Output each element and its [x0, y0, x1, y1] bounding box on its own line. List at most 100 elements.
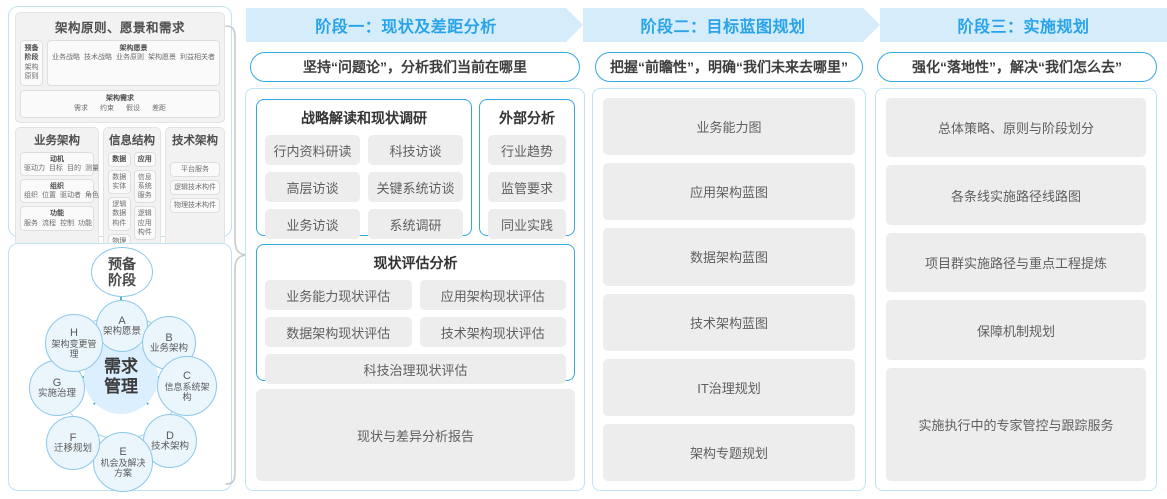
- item: 功能: [78, 219, 92, 227]
- node-line-1: 预备: [108, 255, 136, 272]
- node-line-1: 需求: [104, 356, 138, 376]
- chip-application-architecture-blueprint[interactable]: 应用架构蓝图: [603, 163, 855, 221]
- chip-peer-practice[interactable]: 同业实践: [488, 209, 566, 239]
- adm-node-e-opportunities-solutions[interactable]: E 机会及解决方案: [93, 432, 153, 492]
- chip-application-architecture-assessment[interactable]: 应用架构现状评估: [419, 280, 566, 310]
- node-key: E: [119, 445, 127, 458]
- chip-row: 监管要求: [488, 172, 566, 202]
- tile-title: 预备阶段: [24, 45, 39, 62]
- node-label: 信息系统架构: [164, 382, 210, 403]
- phase-1-header: 阶段一：现状及差距分析: [246, 8, 583, 42]
- chip-it-governance-plan[interactable]: IT治理规划: [603, 358, 855, 416]
- tile-items: 需求约束假设差距: [23, 104, 217, 114]
- chip-technology-interview[interactable]: 科技访谈: [368, 135, 463, 165]
- tile-title: 架构需求: [106, 94, 134, 102]
- adm-node-h-architecture-change-management[interactable]: H 架构变更管理: [45, 314, 103, 372]
- chip-row: 高层访谈 关键系统访谈: [265, 172, 463, 202]
- architecture-vision-tile: 架构愿景 业务战略技术战略业务原则架构愿景利益相关者: [47, 40, 220, 86]
- node-label: 架构愿景: [102, 325, 141, 337]
- chip-key-system-interview[interactable]: 关键系统访谈: [368, 172, 463, 202]
- chip-row: 同业实践: [488, 209, 566, 239]
- item: 目标: [49, 165, 63, 173]
- phase-3-body: 总体策略、原则与阶段划分 各条线实施路径线路图 项目群实施路径与重点工程提炼 保…: [875, 88, 1157, 491]
- phase-3-header: 阶段三：实施规划: [880, 8, 1167, 42]
- chip-business-interview[interactable]: 业务访谈: [265, 209, 360, 239]
- chip-technology-governance-assessment[interactable]: 科技治理现状评估: [265, 354, 566, 384]
- phase-3-deliverable-list: 总体策略、原则与阶段划分 各条线实施路径线路图 项目群实施路径与重点工程提炼 保…: [886, 98, 1146, 481]
- chip-industry-trend[interactable]: 行业趋势: [488, 135, 566, 165]
- card-title: 战略解读和现状调研: [301, 110, 427, 126]
- platform-service-tile: 平台服务: [170, 162, 220, 178]
- item: 目的: [67, 165, 81, 173]
- logical-application-component-tile: 逻辑应用构件: [133, 206, 156, 240]
- node-key: G: [52, 376, 62, 389]
- chip-row: 业务能力现状评估 应用架构现状评估: [265, 280, 566, 310]
- chip-architecture-topic-plan[interactable]: 架构专题规划: [603, 423, 855, 482]
- group-title: 技术架构: [172, 135, 218, 148]
- item: 需求: [74, 104, 88, 112]
- adm-node-preparation[interactable]: 预备 阶段: [91, 247, 153, 297]
- chip-row: 数据架构现状评估 技术架构现状评估: [265, 317, 566, 347]
- item: 流程: [42, 219, 56, 227]
- chip-assurance-mechanism-plan[interactable]: 保障机制规划: [886, 300, 1146, 360]
- node-label: 迁移规划: [53, 442, 92, 454]
- chip-program-implementation-path[interactable]: 项目群实施路径与重点工程提炼: [886, 232, 1146, 293]
- item: 约束: [100, 104, 114, 112]
- node-label: 业务架构: [149, 342, 188, 354]
- node-key: F: [69, 431, 77, 444]
- adm-node-f-migration-planning[interactable]: F 迁移规划: [46, 416, 100, 470]
- group-title: 信息结构: [109, 135, 155, 148]
- chip-internal-document-study[interactable]: 行内资料研读: [265, 135, 360, 165]
- node-label: 实施治理: [37, 387, 76, 399]
- chip-overall-strategy-principles-phasing[interactable]: 总体策略、原则与阶段划分: [886, 98, 1146, 158]
- phase-subheader-text: 把握“前瞻性”，明确“我们未来去哪里”: [610, 59, 848, 75]
- togaf-reference-panel: 架构原则、愿景和需求 预备阶段 架构原则 架构愿景 业务战略技术战略业务原则架构…: [8, 6, 232, 334]
- phase-3-subheader: 强化“落地性”，解决“我们怎么去”: [877, 52, 1157, 82]
- chip-business-capability-map[interactable]: 业务能力图: [603, 98, 855, 156]
- chip-expert-control-tracking-service[interactable]: 实施执行中的专家管控与跟踪服务: [886, 367, 1146, 481]
- tile-items: 服务流程控制功能: [22, 219, 92, 228]
- card-title: 现状评估分析: [373, 255, 458, 271]
- physical-technology-component-tile: 物理技术构件: [170, 198, 220, 214]
- chip-data-architecture-blueprint[interactable]: 数据架构蓝图: [603, 228, 855, 286]
- tile-items: 驱动力目标目的测量: [22, 164, 99, 173]
- adm-node-d-technology-architecture[interactable]: D 技术架构: [143, 414, 197, 468]
- data-entity-tile: 数据实体: [108, 170, 131, 195]
- chip-data-architecture-assessment[interactable]: 数据架构现状评估: [265, 317, 412, 347]
- chip-technology-architecture-blueprint[interactable]: 技术架构蓝图: [603, 293, 855, 351]
- chip-technology-architecture-assessment[interactable]: 技术架构现状评估: [419, 317, 566, 347]
- phase-header-text: 阶段一：现状及差距分析: [315, 19, 497, 36]
- phase-1-subheader: 坚持“问题论”，分析我们当前在哪里: [250, 52, 580, 82]
- phase-header-text: 阶段三：实施规划: [957, 19, 1090, 36]
- chip-regulatory-requirement[interactable]: 监管要求: [488, 172, 566, 202]
- node-line-2: 阶段: [108, 272, 136, 288]
- adm-node-a-architecture-vision[interactable]: A 架构愿景: [96, 300, 148, 352]
- adm-node-c-information-system-architecture[interactable]: C 信息系统架构: [157, 356, 217, 416]
- tile-title: 动机: [50, 156, 64, 164]
- item: 服务: [24, 219, 38, 227]
- chip-business-capability-assessment[interactable]: 业务能力现状评估: [265, 280, 412, 310]
- chip-line-implementation-roadmap[interactable]: 各条线实施路径线路图: [886, 165, 1146, 225]
- chip-system-research[interactable]: 系统调研: [368, 209, 463, 239]
- function-tile: 功能 服务流程控制功能: [20, 206, 94, 231]
- principles-vision-requirements-group: 架构原则、愿景和需求 预备阶段 架构原则 架构愿景 业务战略技术战略业务原则架构…: [15, 12, 225, 124]
- item: 差距: [152, 104, 166, 112]
- chip-executive-interview[interactable]: 高层访谈: [265, 172, 360, 202]
- chip-row: 业务访谈 系统调研: [265, 209, 463, 239]
- phase-subheader-text: 坚持“问题论”，分析我们当前在哪里: [303, 59, 527, 75]
- item: 业务战略: [52, 54, 80, 62]
- tile-title: 架构愿景: [119, 45, 148, 52]
- phase-subheader-text: 强化“落地性”，解决“我们怎么去”: [912, 59, 1122, 75]
- item: 组织: [24, 192, 38, 200]
- gap-analysis-report-card[interactable]: 现状与差异分析报告: [256, 389, 575, 481]
- tile-title: 功能: [50, 210, 64, 218]
- group-title: 业务架构: [34, 135, 80, 148]
- item: 驱动力: [24, 165, 45, 173]
- node-label: 技术架构: [150, 440, 189, 452]
- item: 驱动者: [60, 192, 81, 200]
- column-head: 应用: [133, 152, 156, 168]
- node-label: 机会及解决方案: [100, 458, 146, 479]
- tile-items: 业务战略技术战略业务原则架构愿景利益相关者: [50, 53, 217, 62]
- item: 位置: [42, 192, 56, 200]
